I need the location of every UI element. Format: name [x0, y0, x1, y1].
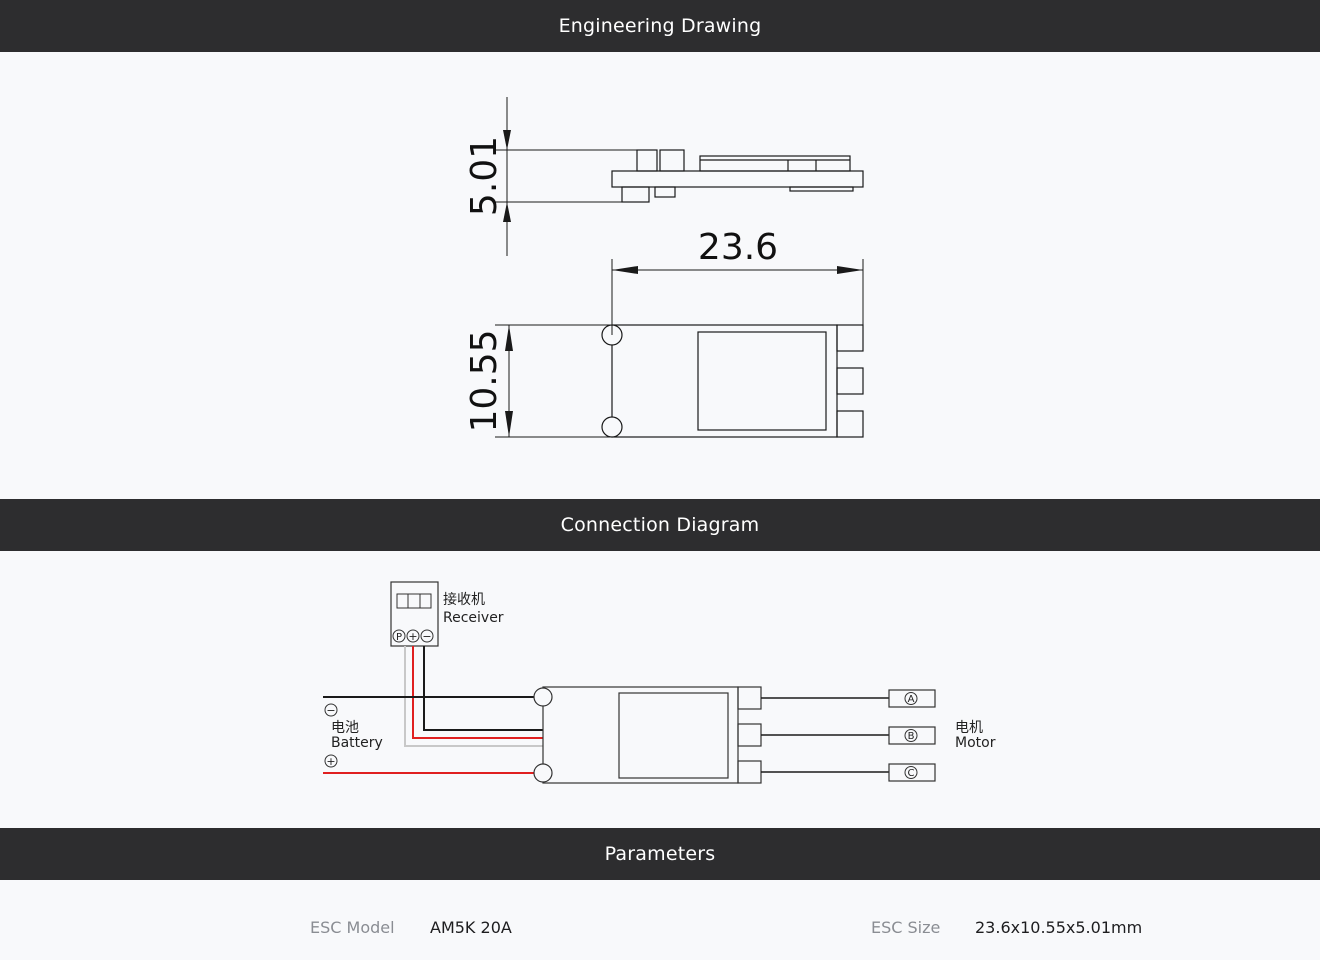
esc-side-view — [611, 149, 864, 203]
connection-diagram-title: Connection Diagram — [560, 514, 760, 536]
motor-phase-b-label: B — [908, 731, 915, 742]
length-dim-label: 23.6 — [698, 227, 778, 268]
width-dimension — [495, 324, 612, 438]
motor-label-cn: 电机 — [955, 720, 983, 736]
motor-pad-c — [836, 410, 864, 438]
motor-terminal-c — [888, 763, 936, 782]
param-label-esc-model: ESC Model — [310, 918, 395, 937]
receiver-pin-signal — [392, 629, 406, 643]
motor-phase-c-label: C — [908, 768, 915, 779]
receiver-label-en: Receiver — [443, 610, 504, 626]
connection-diagram-header: Connection Diagram — [0, 499, 1320, 551]
motor-terminal-a — [888, 689, 936, 708]
width-dim-label: 10.55 — [464, 329, 505, 432]
height-dim-label: 5.01 — [464, 136, 505, 216]
engineering-drawing-title: Engineering Drawing — [558, 15, 762, 37]
motor-terminal-b — [888, 726, 936, 745]
engineering-drawing: 5.01 23.6 10.55 — [464, 97, 864, 438]
receiver-pin-positive-label: + — [408, 630, 417, 643]
receiver-block: P + − — [390, 581, 439, 647]
param-value-esc-size: 23.6x10.55x5.01mm — [975, 918, 1143, 937]
battery-negative-symbol — [324, 703, 338, 717]
receiver-pin-negative-label: − — [422, 630, 431, 643]
battery-positive-symbol — [324, 754, 338, 768]
length-dimension — [611, 259, 864, 335]
parameters-header: Parameters — [0, 828, 1320, 880]
receiver-pin-negative — [420, 629, 434, 643]
motor-pad-a — [836, 324, 864, 352]
motor-label-en: Motor — [955, 735, 996, 751]
param-value-esc-model: AM5K 20A — [430, 918, 512, 937]
battery-label-cn: 电池 — [331, 720, 359, 736]
param-label-esc-size: ESC Size — [871, 918, 941, 937]
battery-label-en: Battery — [331, 735, 383, 751]
signal-wire — [404, 646, 543, 747]
receiver-positive-wire — [412, 646, 543, 739]
connection-diagram: P + − A B C — [323, 581, 996, 784]
esc-top-view — [601, 324, 864, 438]
motor-phase-a-label: A — [908, 694, 915, 705]
battery-negative-sign: − — [326, 704, 335, 717]
battery-positive-sign: + — [326, 755, 335, 768]
receiver-pin-positive — [406, 629, 420, 643]
engineering-drawing-header: Engineering Drawing — [0, 0, 1320, 52]
receiver-negative-wire — [423, 646, 543, 731]
parameters-title: Parameters — [604, 843, 716, 865]
receiver-pin-signal-label: P — [396, 632, 402, 643]
motor-pad-b — [836, 367, 864, 395]
receiver-label-cn: 接收机 — [443, 591, 485, 608]
parameters-table: ESC Model AM5K 20A ESC Size 23.6x10.55x5… — [0, 880, 1320, 960]
esc-board — [533, 686, 762, 784]
height-dimension — [495, 97, 637, 256]
